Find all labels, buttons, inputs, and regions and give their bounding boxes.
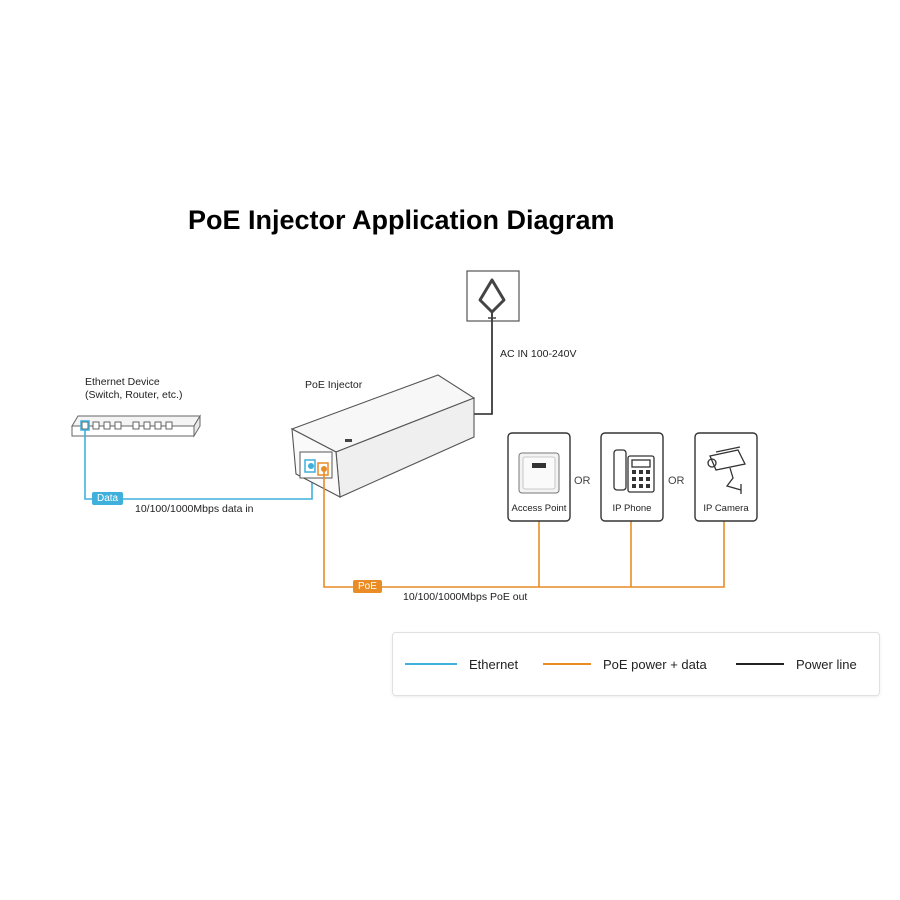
ip-camera-label: IP Camera bbox=[703, 503, 749, 514]
wall-outlet-icon bbox=[466, 270, 520, 322]
legend-swatch-ethernet bbox=[405, 663, 457, 665]
poe-line-label: 10/100/1000Mbps PoE out bbox=[403, 591, 528, 603]
data-tag: Data bbox=[92, 492, 124, 505]
legend-label-ethernet: Ethernet bbox=[469, 656, 519, 672]
page-title: PoE Injector Application Diagram bbox=[188, 205, 615, 235]
ethernet-device-name: Ethernet Device bbox=[85, 376, 160, 388]
legend-label-poe: PoE power + data bbox=[603, 656, 707, 672]
legend-item-poe: PoE power + data bbox=[543, 654, 707, 674]
legend-swatch-poe bbox=[543, 663, 591, 665]
access-point-label: Access Point bbox=[511, 503, 567, 514]
legend-label-power: Power line bbox=[796, 656, 857, 672]
poe-cable bbox=[323, 472, 725, 588]
ethernet-device-label: Ethernet Device (Switch, Router, etc.) bbox=[85, 376, 182, 402]
ip-phone-icon bbox=[613, 449, 655, 493]
legend-item-power: Power line bbox=[736, 654, 857, 674]
or-separator-1: OR bbox=[574, 475, 591, 487]
ethernet-device-subtitle: (Switch, Router, etc.) bbox=[85, 389, 183, 401]
ip-camera-icon bbox=[707, 446, 746, 494]
poe-injector-icon bbox=[290, 374, 476, 498]
legend-swatch-power bbox=[736, 663, 784, 665]
injector-label: PoE Injector bbox=[305, 379, 363, 391]
switch-icon bbox=[71, 414, 201, 438]
ip-phone-label: IP Phone bbox=[612, 503, 652, 514]
or-separator-2: OR bbox=[668, 475, 685, 487]
legend-item-ethernet: Ethernet bbox=[405, 654, 518, 674]
poe-tag: PoE bbox=[353, 580, 382, 593]
access-point-icon bbox=[518, 452, 560, 494]
legend: Ethernet PoE power + data Power line bbox=[392, 632, 880, 696]
ethernet-cable bbox=[84, 430, 313, 500]
ip-camera-box bbox=[694, 432, 758, 522]
power-line bbox=[474, 322, 493, 415]
data-line-label: 10/100/1000Mbps data in bbox=[135, 503, 254, 515]
ac-in-label: AC IN 100-240V bbox=[500, 348, 577, 360]
